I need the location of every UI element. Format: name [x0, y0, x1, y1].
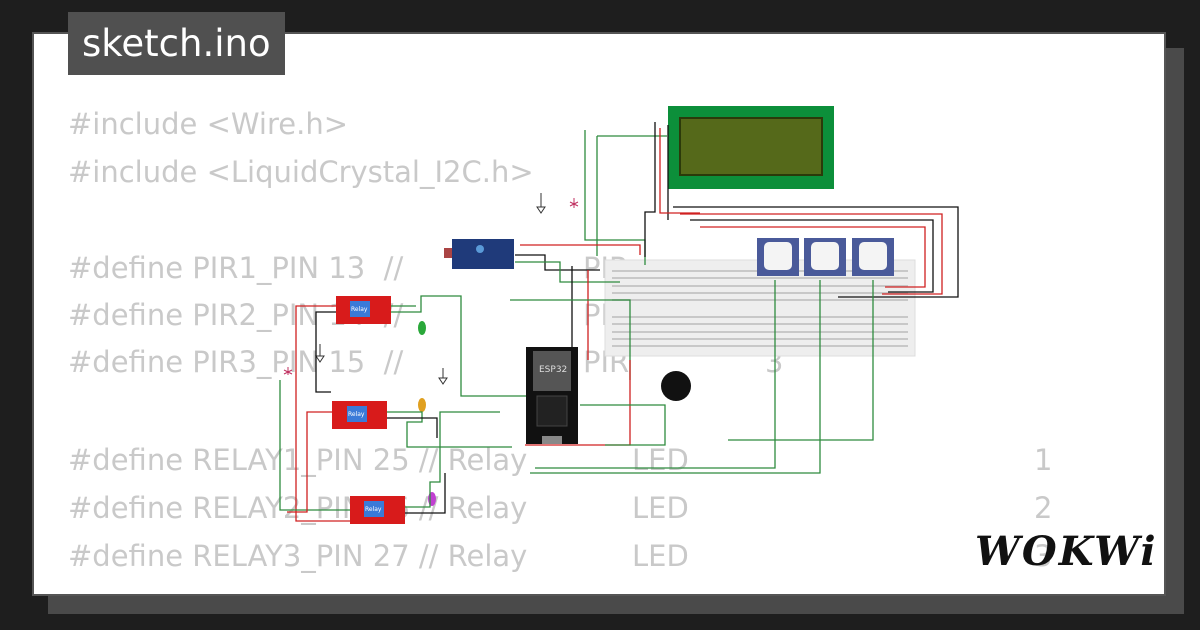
- code-line-2: #include <LiquidCrystal_I2C.h>: [68, 155, 534, 189]
- relay-label-2: Relay: [348, 411, 365, 418]
- pir-sensor-2: [804, 238, 846, 276]
- vcc-symbol-2: [283, 367, 293, 375]
- wokwi-logo: WOKWi: [975, 528, 1158, 575]
- led-yellow: [418, 398, 426, 412]
- esp32-label: ESP32: [539, 365, 567, 375]
- code-word-led-2: LED: [632, 491, 689, 525]
- relay-module-1: Relay: [336, 296, 391, 324]
- led-purple: [428, 492, 436, 506]
- ground-symbol-2: [315, 344, 325, 363]
- code-word-led-1: LED: [632, 443, 689, 477]
- relay-label-3: Relay: [365, 506, 382, 513]
- led-green: [418, 321, 426, 335]
- pir-sensor-3: [852, 238, 894, 276]
- esp32-board: ESP32: [526, 347, 578, 444]
- file-tab[interactable]: sketch.ino: [68, 12, 285, 75]
- code-line-4: #define PIR1_PIN 13 //: [68, 251, 404, 285]
- vcc-symbol-1: [569, 198, 579, 208]
- code-line-6: #define PIR3_PIN 15 //: [68, 345, 404, 379]
- code-line-1: #include <Wire.h>: [68, 107, 349, 141]
- relay-module-2: Relay: [332, 401, 387, 429]
- preview-card: [32, 32, 1166, 596]
- relay-module-3: Relay: [350, 496, 405, 524]
- buzzer: [661, 371, 691, 401]
- code-line-5: #define PIR2_PIN 14 //: [68, 298, 404, 332]
- ground-symbol-1: [536, 193, 546, 214]
- lcd-display: [668, 106, 834, 189]
- code-line-8: #define RELAY1_PIN 25 // Relay: [68, 443, 528, 477]
- light-sensor-module: [444, 239, 514, 269]
- wires: [279, 122, 959, 522]
- code-num-led-1: 1: [1034, 443, 1053, 477]
- code-num-led-2: 2: [1034, 491, 1053, 525]
- code-word-led-3: LED: [632, 539, 689, 573]
- code-line-10: #define RELAY3_PIN 27 // Relay: [68, 539, 528, 573]
- code-num-led-3: 3: [1034, 539, 1053, 573]
- ground-symbol-3: [438, 368, 448, 385]
- pir-sensor-1: [757, 238, 799, 276]
- relay-label-1: Relay: [351, 306, 368, 313]
